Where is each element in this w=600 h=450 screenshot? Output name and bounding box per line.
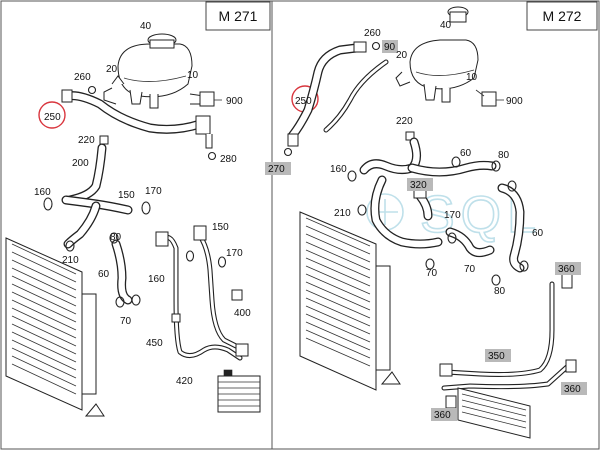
label-left-170: 170 (145, 186, 162, 197)
label-left-80: 80 (110, 232, 122, 243)
label-right-80: 80 (498, 150, 510, 161)
label-right-90: 90 (384, 42, 396, 53)
label-right-320: 320 (410, 180, 427, 191)
label-right-360c-bg (431, 408, 457, 421)
panel-right-title: M 272 (543, 8, 582, 24)
label-right-320-bg (407, 178, 433, 191)
panel-left-drawing (5, 33, 261, 417)
label-left-260: 260 (74, 72, 91, 83)
label-left-160: 160 (34, 187, 51, 198)
panel-right-title-box (526, 1, 598, 31)
label-left-400: 400 (234, 308, 251, 319)
label-right-360c: 360 (434, 410, 451, 421)
label-left-420: 420 (176, 376, 193, 387)
label-left-210: 210 (62, 255, 79, 266)
label-right-10: 10 (466, 72, 478, 83)
label-left-900: 900 (226, 96, 243, 107)
label-right-250: 250 (295, 96, 312, 107)
label-right-360b-bg (561, 382, 587, 395)
left-labels: 40 20 260 10 900 250 220 280 200 160 150… (34, 21, 251, 387)
sensor-900-right (481, 91, 497, 107)
label-right-270: 270 (268, 164, 285, 175)
label-left-20: 20 (106, 64, 118, 75)
panel-right-drawing (283, 6, 577, 439)
label-right-20: 20 (396, 50, 408, 61)
label-right-170: 170 (444, 210, 461, 221)
expansion-tank-right (409, 39, 479, 90)
oil-cooler-right (457, 387, 531, 439)
panel-left-title: M 271 (219, 8, 258, 24)
label-right-350: 350 (488, 351, 505, 362)
label-right-360: 360 (558, 264, 575, 275)
label-right-70b: 70 (426, 268, 438, 279)
label-left-170b: 170 (226, 248, 243, 259)
expansion-tank-left (117, 43, 193, 98)
label-right-60b: 60 (532, 228, 544, 239)
label-right-900: 900 (506, 96, 523, 107)
callout-ring-left (38, 101, 66, 129)
label-right-40: 40 (440, 20, 452, 31)
label-right-270-bg (265, 162, 291, 175)
label-left-160b: 160 (148, 274, 165, 285)
label-left-200: 200 (72, 158, 89, 169)
label-right-260: 260 (364, 28, 381, 39)
label-right-220: 220 (396, 116, 413, 127)
label-left-150b: 150 (212, 222, 229, 233)
label-left-10: 10 (187, 70, 199, 81)
label-left-70: 70 (120, 316, 132, 327)
radiator-left (5, 237, 83, 411)
label-right-70: 70 (464, 264, 476, 275)
label-left-450: 450 (146, 338, 163, 349)
label-left-150: 150 (118, 190, 135, 201)
panel-left-title-box (205, 1, 271, 31)
label-right-360-bg (555, 262, 581, 275)
sensor-900-left (199, 91, 215, 107)
label-left-220: 220 (78, 135, 95, 146)
label-left-250: 250 (44, 112, 61, 123)
right-labels: 260 90 40 20 10 900 250 220 270 160 60 8… (265, 20, 587, 421)
label-left-60: 60 (98, 269, 110, 280)
label-right-350-bg (485, 349, 511, 362)
label-right-360b: 360 (564, 384, 581, 395)
label-left-40: 40 (140, 21, 152, 32)
label-left-280: 280 (220, 154, 237, 165)
label-right-160: 160 (330, 164, 347, 175)
label-right-210: 210 (334, 208, 351, 219)
label-right-90-bg (382, 40, 398, 53)
label-right-60: 60 (460, 148, 472, 159)
label-right-80b: 80 (494, 286, 506, 297)
